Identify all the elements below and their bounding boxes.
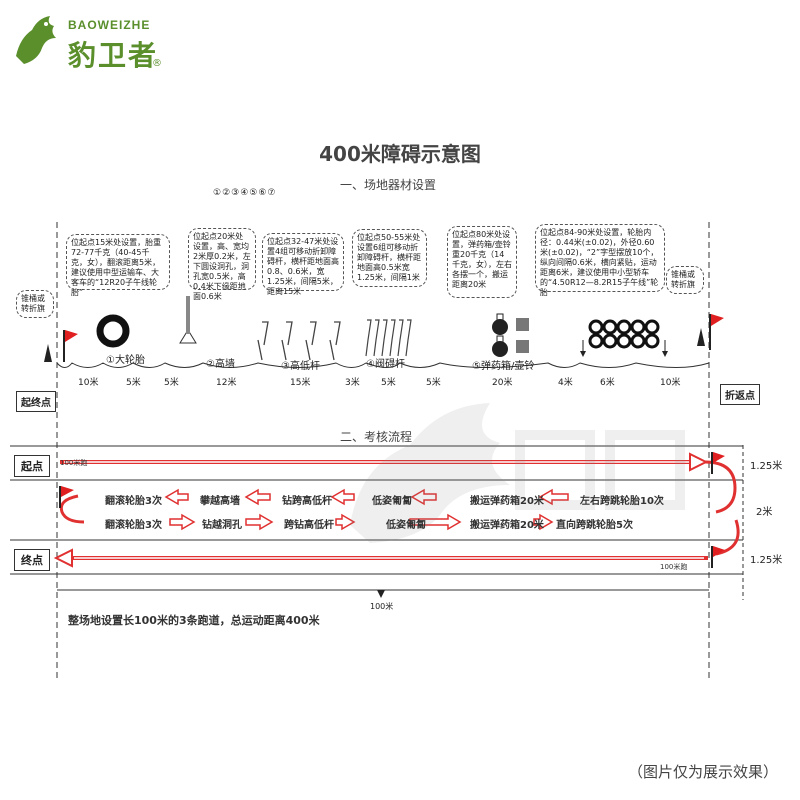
callout-high-wall: 位起点20米处设置，高、宽均2米厚0.2米，左下圆设洞孔，洞孔宽0.5米，高0.… xyxy=(188,228,256,301)
brand-logo: BAOWEIZHE 豹卫者 ® xyxy=(10,8,170,72)
activity-bottom-3: 跨钻高低杆 xyxy=(284,520,334,531)
distance-label: 5米 xyxy=(426,378,441,388)
disclaimer-note: （图片仅为展示效果） xyxy=(627,763,778,781)
activity-bottom-2: 钻越洞孔 xyxy=(202,520,242,531)
callout-small-tires: 位起点84-90米处设置，轮胎内径：0.44米(±0.02)，外径0.60米(±… xyxy=(535,224,665,297)
activity-top-2: 攀越高墙 xyxy=(200,496,240,507)
activity-top-1: 翻滚轮胎3次 xyxy=(105,496,162,507)
distance-label: 6米 xyxy=(600,378,615,388)
lane-end-label: 终点 xyxy=(14,549,50,571)
start-flag-icon xyxy=(65,330,78,342)
obstacle-bars-icon xyxy=(365,319,412,357)
arrow-head-icon xyxy=(53,548,73,568)
activity-bottom-4: 低姿匍匐 xyxy=(386,520,426,531)
distance-label: 20米 xyxy=(492,378,513,388)
lane-start-label: 起点 xyxy=(14,455,50,477)
brand-name-en: BAOWEIZHE xyxy=(68,18,151,32)
distance-label: 10米 xyxy=(660,378,681,388)
distance-label: 5米 xyxy=(164,378,179,388)
page-title: 400米障碍示意图 xyxy=(319,142,481,166)
activity-top-4: 低姿匍匐 xyxy=(372,496,412,507)
turn-curve-left xyxy=(59,494,85,524)
turn-curve-right-top xyxy=(704,460,737,514)
station-big-tire: ①大轮胎 xyxy=(106,355,145,366)
distance-label: 10米 xyxy=(78,378,99,388)
turn-flag-icon xyxy=(713,452,725,463)
distance-label: 15米 xyxy=(290,378,311,388)
turnaround-point-label: 折返点 xyxy=(720,384,760,405)
arrow-head-icon xyxy=(689,452,709,472)
course-ground-line xyxy=(56,362,710,368)
activity-bottom-1: 翻滚轮胎3次 xyxy=(105,520,162,531)
station-ammo-box: ⑤弹药箱/壶铃 xyxy=(472,361,535,372)
distance-label: 12米 xyxy=(216,378,237,388)
distance-label: 4米 xyxy=(558,378,573,388)
distance-label: 5米 xyxy=(381,378,396,388)
cone-icon xyxy=(697,328,705,346)
run-label-top: 100米跑 xyxy=(60,459,88,467)
flow-arrows xyxy=(164,488,569,531)
lane-width-label: 1.25米 xyxy=(750,555,783,566)
turn-flag-icon xyxy=(711,314,724,326)
distance-label: 5米 xyxy=(126,378,141,388)
section-title-equipment: 一、场地器材设置 xyxy=(340,178,437,192)
station-obstacle-bars: ④阀碍杆 xyxy=(366,359,405,370)
activity-top-5: 搬运弹药箱20米 xyxy=(470,496,544,507)
station-high-low-bars: ③高低杆 xyxy=(281,361,320,372)
registered-mark: ® xyxy=(152,58,162,69)
lane-lines xyxy=(10,445,743,575)
callout-high-low-bars: 位起点32-47米处设置4组可移动折卸障碍杆，横杆距地面高0.8、0.6米，宽1… xyxy=(262,233,344,296)
start-end-point-label: 起终点 xyxy=(16,391,56,412)
section-title-process: 二、考核流程 xyxy=(340,430,413,444)
lane-width-label: 1.25米 xyxy=(750,461,783,472)
turn-curve-right-bottom xyxy=(715,519,740,556)
callout-big-tire: 位起点15米处设置，胎重72-77千克（40-45千克，女），翻滚距离5米，建议… xyxy=(66,234,170,297)
high-low-bars-icon xyxy=(257,321,341,361)
high-wall-icon xyxy=(186,296,190,334)
callout-left-cone: 锥桶或 转折旗 xyxy=(16,290,54,318)
activity-bottom-5: 搬运弹药箱20米 xyxy=(470,520,544,531)
leopard-logo-icon xyxy=(16,16,56,64)
callout-obstacle-bars: 位起点50-55米处设置6组可移动折卸障碍杆，横杆距地面高0.5米宽1.25米，… xyxy=(352,229,427,287)
ammo-box-icon xyxy=(516,340,529,353)
turn-flag-icon xyxy=(713,546,725,557)
wall-base-icon xyxy=(179,329,197,344)
turn-flag-icon xyxy=(61,486,74,497)
distance-label: 3米 xyxy=(345,378,360,388)
big-tire-icon xyxy=(96,314,130,348)
activity-top-6: 左右跨跳轮胎10次 xyxy=(580,496,664,507)
station-numbering: ①②③④⑤⑥⑦ xyxy=(213,188,277,198)
kettlebell-icon xyxy=(492,313,508,357)
callout-ammo-box: 位起点80米处设置，弹药箱/壶铃重20千克（14千克，女），左右各摆一个，搬运距… xyxy=(447,226,517,298)
activity-bottom-6: 直向跨跳轮胎5次 xyxy=(556,520,633,531)
cone-icon xyxy=(44,344,52,362)
activity-top-3: 钻跨高低杆 xyxy=(282,496,332,507)
station-high-wall: ②高墙 xyxy=(206,359,235,370)
summary-note: 整场地设置长100米的3条跑道，总运动距离400米 xyxy=(68,614,320,627)
total-length-label: 100米 xyxy=(370,602,394,611)
callout-right-cone: 锥桶或 转折旗 xyxy=(666,266,704,294)
run-label-bottom: 100米跑 xyxy=(660,563,688,571)
brand-name-cn: 豹卫者 xyxy=(68,39,159,72)
small-tires-icon xyxy=(588,319,660,349)
ammo-box-icon xyxy=(516,318,529,331)
lane-width-label: 2米 xyxy=(756,507,773,518)
